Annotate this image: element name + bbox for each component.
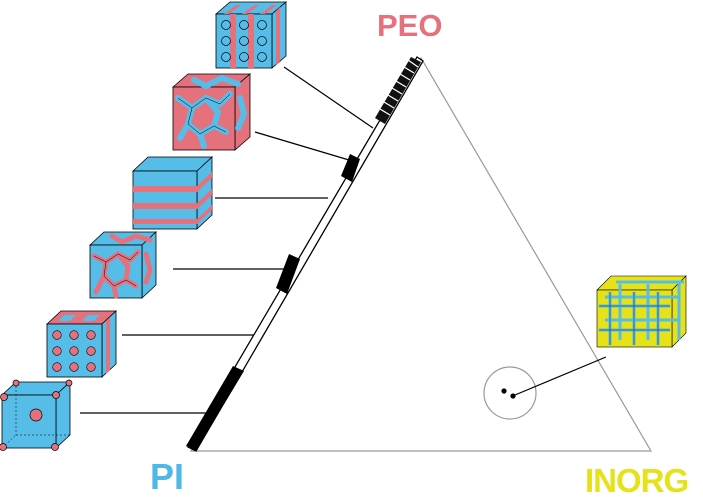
- inorganic-framework-icon: [596, 275, 687, 348]
- stripe-hatch-lines: [379, 59, 419, 116]
- leader-lines: [80, 66, 374, 414]
- vertex-label-pi: PI: [150, 456, 185, 497]
- stripe-black-segment-3: [186, 366, 244, 451]
- region-dot-2: [510, 393, 516, 399]
- ternary-triangle: [189, 56, 653, 452]
- region-circle: [483, 366, 537, 420]
- leader-line-2: [254, 131, 350, 161]
- stripe-black-segment-2: [276, 254, 300, 294]
- hexagonal-cylinders-pi-in-peo-icon: [214, 1, 288, 69]
- inorganic-region-marker: [483, 356, 607, 420]
- composition-stripe: [186, 56, 424, 452]
- leader-line-1: [283, 66, 374, 129]
- lamellae-icon: [131, 156, 214, 230]
- vertex-label-peo: PEO: [377, 8, 443, 43]
- vertex-label-inorg: INORG: [585, 462, 689, 498]
- stripe-hatched-segment: [375, 57, 421, 124]
- hexagonal-cylinders-peo-in-pi-icon: [45, 310, 118, 378]
- region-dot-1: [501, 388, 507, 394]
- bcc-spheres-peo-in-pi-icon: [0, 379, 73, 451]
- stripe-black-segment-1: [341, 154, 360, 182]
- inset-leader-line: [514, 356, 607, 396]
- gyroid-peo-network-icon: [88, 231, 158, 299]
- gyroid-pi-network-icon: [171, 73, 252, 151]
